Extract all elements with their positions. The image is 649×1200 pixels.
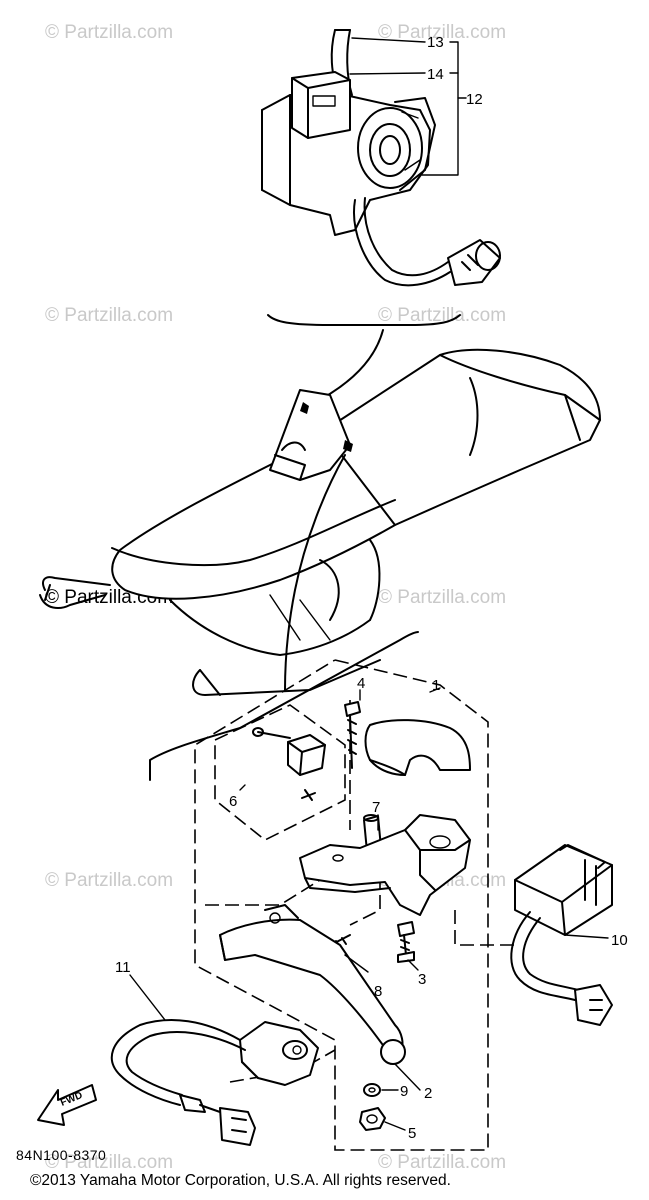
- section-bracket-top: [267, 314, 461, 326]
- fwd-arrow: FWD: [37, 1084, 97, 1126]
- callout-4: 4: [357, 675, 365, 692]
- handlebar-switch-assembly: [261, 29, 501, 287]
- callout-5: 5: [408, 1125, 416, 1142]
- watermark: © Partzilla.com: [378, 587, 507, 608]
- snowmobile-body: [39, 348, 601, 696]
- watermark: © Partzilla.com: [45, 305, 174, 326]
- watermark: © Partzilla.com: [45, 1152, 174, 1173]
- assembly-group-outline: [194, 659, 520, 1151]
- part-number: 84N100-8370: [16, 1147, 107, 1163]
- watermark: © Partzilla.com: [45, 870, 174, 891]
- callout-leaders-top: [349, 37, 467, 176]
- throttle-control-parts: [110, 701, 613, 1146]
- watermark: © Partzilla.com: [45, 22, 174, 43]
- callout-11: 11: [115, 959, 131, 976]
- watermark: © Partzilla.com: [378, 22, 507, 43]
- callout-leaders-bottom: [129, 687, 609, 1131]
- watermark: © Partzilla.com: [378, 1152, 507, 1173]
- callout-14: 14: [427, 66, 444, 83]
- copyright-notice: ©2013 Yamaha Motor Corporation, U.S.A. A…: [30, 1172, 451, 1189]
- callout-7: 7: [372, 799, 380, 816]
- callout-6: 6: [229, 793, 237, 810]
- callout-3: 3: [418, 971, 426, 988]
- callout-2: 2: [424, 1085, 432, 1102]
- callout-1: 1: [432, 677, 440, 694]
- callout-9: 9: [400, 1083, 408, 1100]
- callout-13: 13: [427, 34, 444, 51]
- callout-8: 8: [374, 983, 382, 1000]
- callout-10: 10: [611, 932, 628, 949]
- watermark: © Partzilla.com: [378, 305, 507, 326]
- callout-12: 12: [466, 91, 483, 108]
